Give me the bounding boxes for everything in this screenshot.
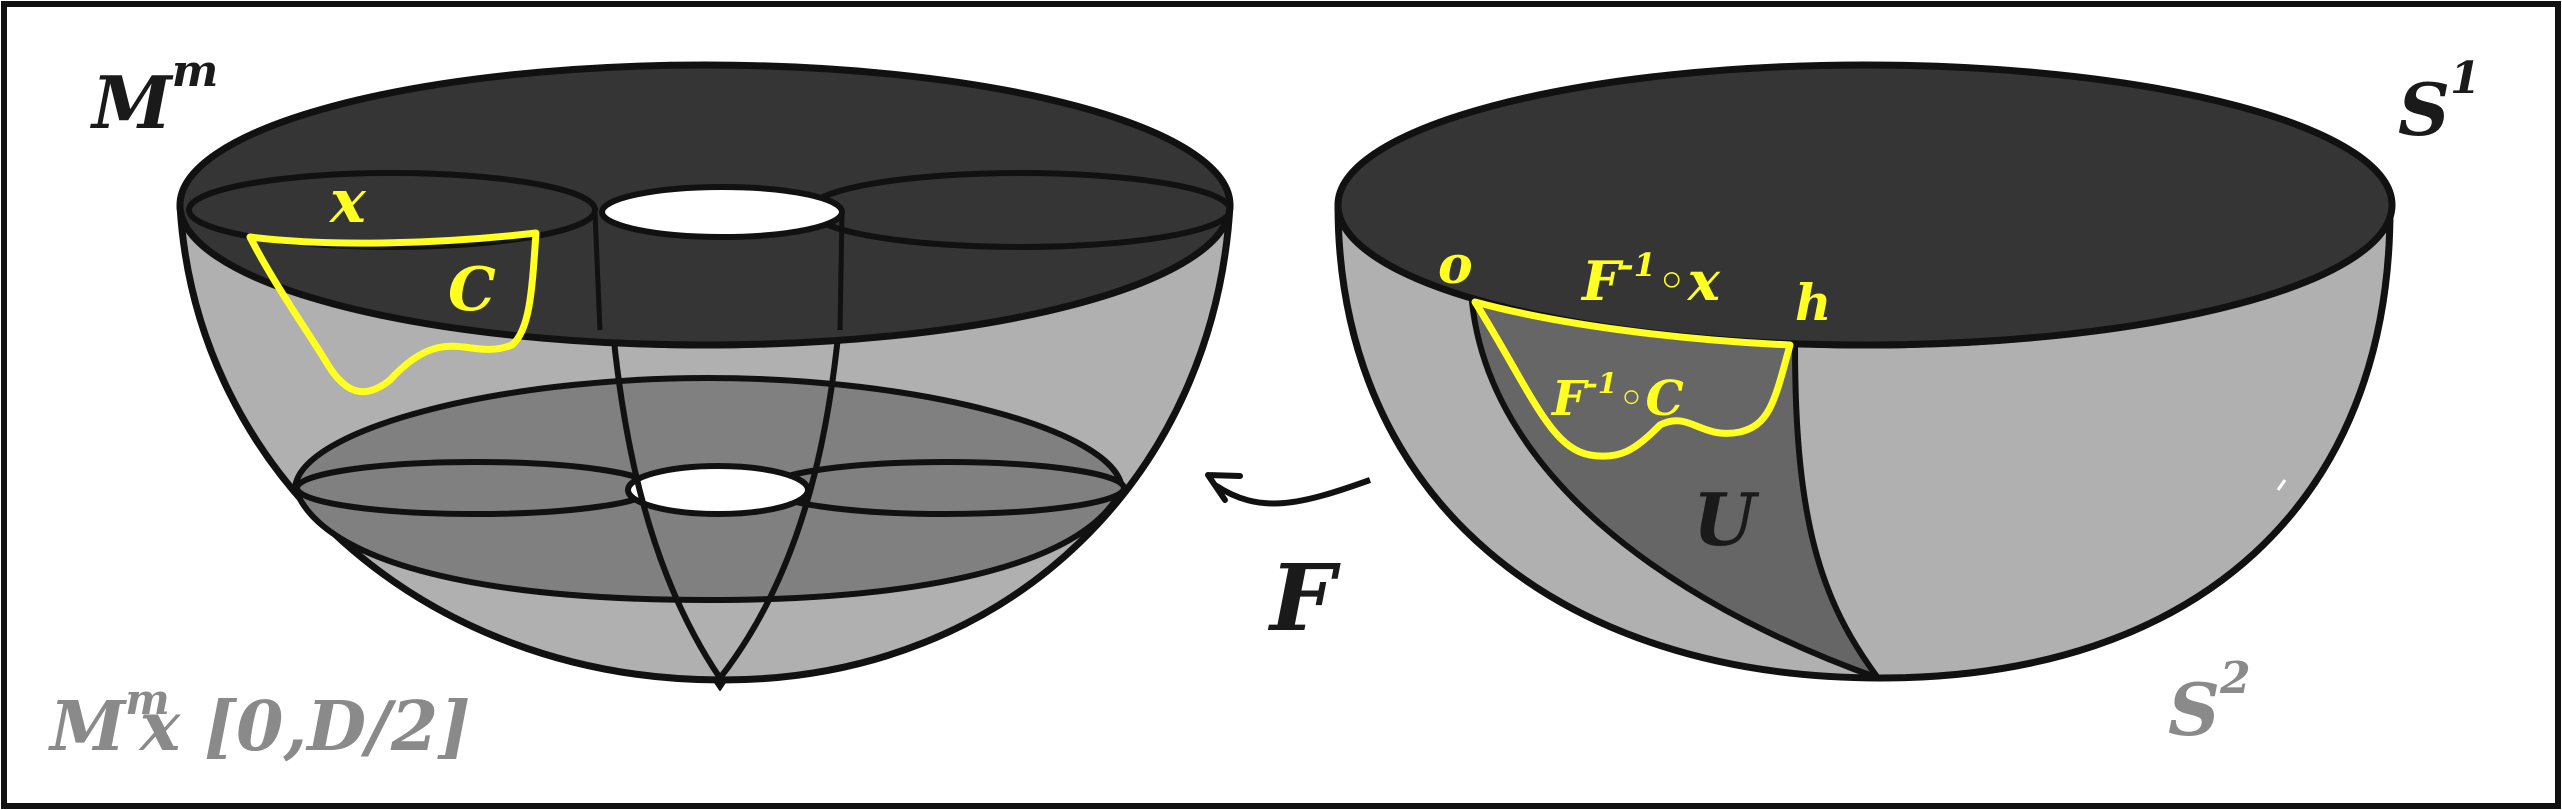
label-finv-x-rest: ◦x (1656, 249, 1721, 313)
label-manifold-sup: m (172, 46, 219, 97)
label-finv-x-base: F (1580, 249, 1624, 313)
label-finv-c-rest: ◦C (1617, 371, 1684, 427)
label-u: U (1693, 477, 1760, 562)
left-lower-hole (625, 463, 811, 517)
left-curve-c (246, 229, 540, 396)
label-s1: S (2398, 67, 2450, 152)
left-top-ring-left (186, 170, 598, 250)
label-finv-c-base: F (1550, 371, 1589, 427)
map-arrow-head (1205, 472, 1243, 503)
label-s2-sup: 2 (2219, 653, 2251, 704)
left-top-ring-shadow (592, 212, 845, 331)
left-lower-ring-right (765, 459, 1127, 517)
label-manifold: M (89, 60, 174, 145)
left-apex (711, 677, 729, 691)
right-top-disc (1334, 61, 2396, 349)
label-o: o (1438, 235, 1473, 296)
right-edge-mark (2276, 479, 2287, 491)
label-product-sup: m (125, 675, 169, 724)
svg-text:F-1◦C: F-1◦C (1550, 367, 1684, 427)
svg-text:S1: S1 (2398, 53, 2481, 152)
label-s1-sup: 1 (2450, 53, 2481, 104)
svg-text:F-1◦x: F-1◦x (1580, 246, 1721, 313)
label-x: x (328, 167, 367, 237)
label-finv-x-sup: -1 (1620, 246, 1656, 284)
svg-text:Mm: Mm (89, 46, 218, 145)
label-h: h (1795, 273, 1831, 332)
label-finv-c-sup: -1 (1586, 367, 1617, 400)
label-c: C (448, 255, 496, 325)
label-product-base: M (48, 687, 127, 767)
svg-text:S2: S2 (2168, 653, 2251, 752)
left-solid-torus (176, 61, 1234, 691)
label-map-f: F (1267, 544, 1341, 652)
left-lower-ring-left (294, 459, 656, 517)
map-arrow-shaft (1213, 477, 1372, 507)
left-top-hole (599, 184, 845, 240)
label-product-rest: x [0,D/2] (138, 687, 471, 767)
label-s2: S (2168, 667, 2220, 752)
right-hemisphere (1334, 61, 2396, 682)
right-curve-finv-c (1471, 298, 1794, 460)
svg-text:Mmx [0,D/2]: Mmx [0,D/2] (48, 675, 470, 767)
map-arrow (1205, 472, 1372, 507)
